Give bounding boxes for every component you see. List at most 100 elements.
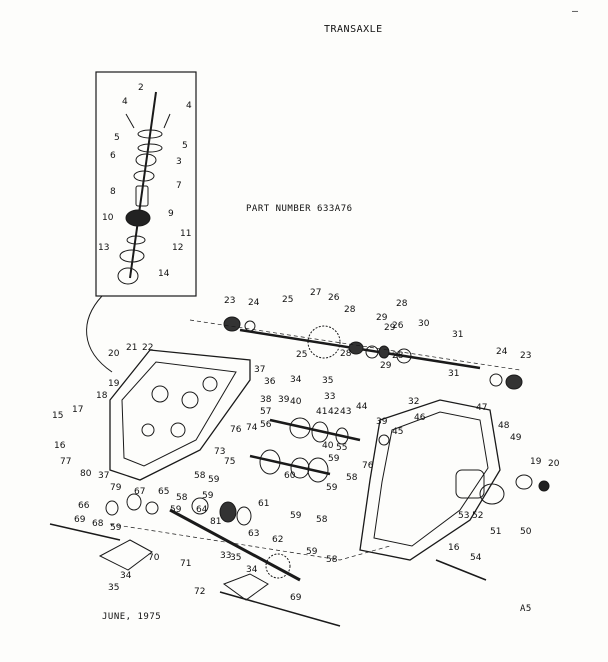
page-identifier: A5 [520,604,532,614]
callout-c25b: 25 [296,350,307,360]
callout-c11: 11 [180,229,191,239]
callout-c49: 49 [510,433,522,443]
callout-c16b: 16 [448,543,460,553]
callout-c50: 50 [520,527,532,537]
callout-c59d: 59 [202,491,214,501]
callout-c2: 2 [138,83,144,93]
callout-c81: 81 [210,517,221,527]
callout-c52: 52 [472,511,483,521]
part-number-label: PART NUMBER 633A76 [246,204,353,214]
callout-c42: 42 [328,407,339,417]
callout-c44: 44 [356,402,368,412]
callout-c5a: 5 [114,133,120,143]
callout-c59a: 59 [328,454,340,464]
callout-c34a: 34 [290,375,302,385]
callout-c68: 68 [92,519,104,529]
lower-shaft-assembly [105,493,301,582]
callout-c15: 15 [52,411,63,421]
callout-c4a: 4 [122,97,128,107]
callout-c12: 12 [172,243,183,253]
callout-c14: 14 [158,269,170,279]
callout-c35c: 35 [108,583,119,593]
callout-c5b: 5 [182,141,188,151]
callout-c28a: 28 [344,305,356,315]
shift-assembly-inset [95,71,197,297]
callout-c10: 10 [102,213,114,223]
callout-c22: 22 [142,343,153,353]
callout-c41: 41 [316,407,327,417]
callout-c24a: 24 [248,298,260,308]
callout-c34c: 34 [120,571,132,581]
callout-c79: 79 [110,483,122,493]
callout-c34b: 34 [246,565,258,575]
callout-c19b: 19 [530,457,542,467]
middle-shaft-assembly [249,417,390,483]
callout-c21: 21 [126,343,137,353]
callout-c69a: 69 [74,515,86,525]
callout-c55: 55 [336,443,347,453]
callout-c25a: 25 [282,295,293,305]
callout-c70: 70 [148,553,160,563]
callout-c36: 36 [264,377,276,387]
callout-c64: 64 [196,505,208,515]
callout-c63: 63 [248,529,259,539]
callout-c29a: 29 [376,313,388,323]
callout-c59h: 59 [306,547,318,557]
corner-mark: — [572,6,579,17]
callout-c3: 3 [176,157,182,167]
footer-date: JUNE, 1975 [102,612,162,622]
callout-c72: 72 [194,587,205,597]
callout-c32: 32 [408,397,419,407]
callout-c28d: 28 [392,351,404,361]
callout-c18: 18 [96,391,108,401]
callout-c58b: 58 [194,471,206,481]
callout-c47: 47 [476,403,487,413]
callout-c31a: 31 [452,330,463,340]
callout-c59c: 59 [208,475,220,485]
callout-c23b: 23 [520,351,531,361]
callout-c76b: 76 [362,461,374,471]
callout-c13: 13 [98,243,109,253]
callout-c28b: 28 [396,299,408,309]
callout-c29b: 29 [384,323,396,333]
callout-c20b: 20 [548,459,560,469]
callout-c57: 57 [260,407,271,417]
callout-c38: 38 [260,395,272,405]
callout-c58c: 58 [176,493,188,503]
callout-c23a: 23 [224,296,235,306]
callout-c37b: 37 [98,471,109,481]
callout-c53: 53 [458,511,469,521]
callout-c31b: 31 [448,369,459,379]
callout-c80: 80 [80,469,92,479]
callout-c54: 54 [470,553,482,563]
left-housing [109,349,251,481]
callout-c65: 65 [158,487,169,497]
callout-c73: 73 [214,447,225,457]
callout-c60: 60 [284,471,296,481]
callout-c20a: 20 [108,349,120,359]
shift-forks-and-rods [49,523,487,627]
callout-c7: 7 [176,181,182,191]
callout-c67: 67 [134,487,145,497]
callout-c26b: 26 [392,321,404,331]
callout-c58e: 58 [326,555,338,565]
callout-c39a: 39 [278,395,290,405]
callout-c66: 66 [78,501,90,511]
callout-c17: 17 [72,405,83,415]
callout-c74: 74 [246,423,258,433]
callout-c35a: 35 [322,376,333,386]
callout-c8: 8 [110,187,116,197]
callout-c37a: 37 [254,365,265,375]
callout-c43: 43 [340,407,351,417]
callout-c27: 27 [310,288,321,298]
callout-c59b: 59 [326,483,338,493]
callout-c9: 9 [168,209,174,219]
callout-c51: 51 [490,527,501,537]
callout-c35b: 35 [230,553,241,563]
callout-c40a: 40 [290,397,302,407]
callout-c61: 61 [258,499,269,509]
callout-c62: 62 [272,535,283,545]
